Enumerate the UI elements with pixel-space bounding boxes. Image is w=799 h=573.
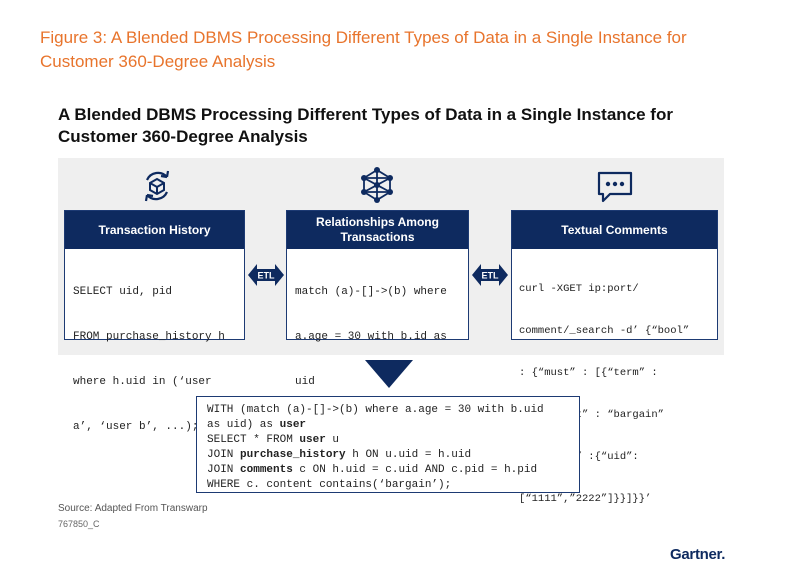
code-line: match (a)-[]->(b) where: [295, 286, 447, 298]
textual-comments-code: curl -XGET ip:port/ comment/_search -d’ …: [512, 249, 717, 539]
figure-caption: Figure 3: A Blended DBMS Processing Diff…: [40, 28, 687, 71]
code-line: a.age = 30 with b.id as: [295, 331, 447, 343]
down-triangle-icon: [365, 360, 413, 393]
code-line: FROM purchase_history h: [73, 331, 225, 343]
code-line: : {“must” : [{“term” :: [519, 367, 658, 379]
code-line: SELECT uid, pid: [73, 286, 173, 298]
bidirectional-arrow-icon: ETL: [248, 264, 284, 286]
network-icon: [358, 166, 396, 204]
textual-comments-box: Textual Comments curl -XGET ip:port/ com…: [511, 210, 718, 505]
etl-label: ETL: [258, 271, 276, 281]
chat-bubble-icon: [596, 170, 634, 204]
code-line: curl -XGET ip:port/: [519, 283, 639, 295]
query-line: WHERE c. content contains(‘bargain’);: [207, 479, 452, 491]
query-line: JOIN purchase_history h ON u.uid = h.uid: [207, 449, 472, 461]
code-line: comment/_search -d’ {“bool”: [519, 325, 690, 337]
query-line: SELECT * FROM user u: [207, 434, 340, 446]
bidirectional-arrow-icon: ETL: [472, 264, 508, 286]
relationships-code: match (a)-[]->(b) where a.age = 30 with …: [287, 249, 468, 426]
source-note: Source: Adapted From Transwarp: [58, 503, 208, 514]
figure-id: 767850_C: [58, 519, 100, 529]
etl-arrow-right: ETL: [471, 262, 509, 293]
query-line: JOIN comments c ON h.uid = c.uid AND c.p…: [207, 464, 538, 476]
query-line: as uid) as user: [207, 419, 307, 431]
transaction-history-code: SELECT uid, pid FROM purchase_history h …: [65, 249, 244, 471]
etl-label: ETL: [482, 271, 500, 281]
gartner-logo: Gartner.: [670, 546, 726, 563]
blended-query-box: WITH (match (a)-[]->(b) where a.age = 30…: [196, 396, 580, 493]
relationships-box: Relationships Among Transactions match (…: [286, 210, 469, 388]
code-line: a’, ‘user b’, ...);: [73, 421, 199, 433]
relationships-title: Relationships Among Transactions: [287, 211, 468, 249]
textual-comments-title: Textual Comments: [512, 211, 717, 249]
etl-arrow-left: ETL: [247, 262, 285, 293]
transaction-history-title: Transaction History: [65, 211, 244, 249]
code-line: [“1111”,”2222”]}}]}}’: [519, 493, 652, 505]
transaction-history-box: Transaction History SELECT uid, pid FROM…: [64, 210, 245, 433]
code-line: uid: [295, 376, 315, 388]
cube-cycle-icon: [139, 168, 175, 204]
query-line: WITH (match (a)-[]->(b) where a.age = 30…: [207, 404, 544, 416]
diagram-title: A Blended DBMS Processing Different Type…: [58, 105, 673, 146]
code-line: where h.uid in (‘user: [73, 376, 212, 388]
